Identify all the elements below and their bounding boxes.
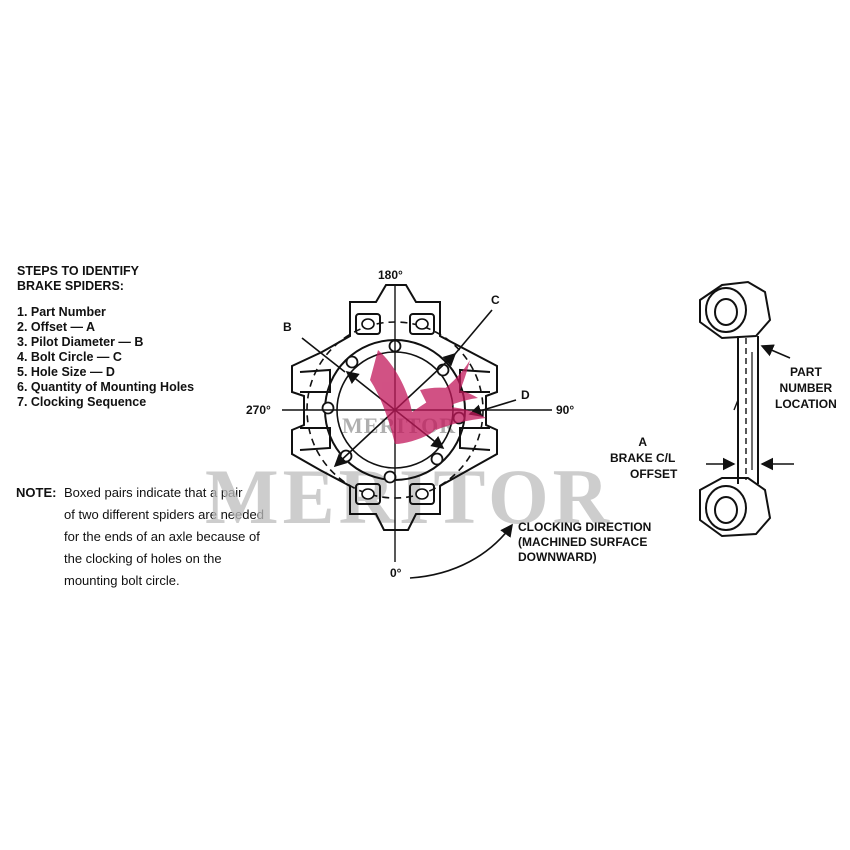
angle-label-0: 0° — [390, 566, 402, 580]
side-view-arrows — [706, 344, 794, 471]
steps-title-line2: BRAKE SPIDERS: — [17, 279, 124, 293]
offset-line: A — [638, 435, 647, 449]
step-item: 1. Part Number — [17, 305, 106, 319]
clocking-line: CLOCKING DIRECTION — [518, 520, 652, 534]
steps-block: STEPS TO IDENTIFY BRAKE SPIDERS: 1. Part… — [17, 264, 194, 410]
ear-bolts — [361, 318, 429, 500]
angle-label-180: 180° — [378, 268, 403, 282]
steps-title-line1: STEPS TO IDENTIFY — [17, 264, 140, 278]
step-item: 4. Bolt Circle — C — [17, 350, 122, 364]
clocking-line: (MACHINED SURFACE — [518, 535, 648, 549]
note-line: the clocking of holes on the — [64, 551, 222, 566]
part-number-line: LOCATION — [775, 397, 837, 411]
note-line: Boxed pairs indicate that a pair — [64, 485, 243, 500]
part-number-line: PART — [790, 365, 822, 379]
clocking-line: DOWNWARD) — [518, 550, 597, 564]
step-item: 3. Pilot Diameter — B — [17, 335, 144, 349]
note-line: for the ends of an axle because of — [64, 529, 260, 544]
brake-offset-label: A BRAKE C/L OFFSET — [608, 434, 677, 482]
note-line: mounting bolt circle. — [64, 573, 180, 588]
dimension-label-d: D — [521, 388, 530, 402]
part-number-location-label: PART NUMBER LOCATION — [775, 364, 837, 412]
angle-label-90: 90° — [556, 403, 575, 417]
part-number-line: NUMBER — [779, 381, 833, 395]
steps-title: STEPS TO IDENTIFY BRAKE SPIDERS: — [17, 264, 194, 294]
clocking-direction-label: CLOCKING DIRECTION (MACHINED SURFACE DOW… — [518, 520, 651, 565]
note-line: of two different spiders are needed — [64, 507, 264, 522]
brake-spider-side-view — [699, 280, 772, 538]
note-block: NOTE: Boxed pairs indicate that a pair o… — [16, 482, 306, 592]
dimension-label-c: C — [491, 293, 500, 307]
offset-line: OFFSET — [630, 467, 678, 481]
step-item: 7. Clocking Sequence — [17, 395, 147, 409]
meritor-logo-icon — [370, 350, 486, 444]
dimension-label-b: B — [283, 320, 292, 334]
offset-line: BRAKE C/L — [610, 451, 676, 465]
note-text: Boxed pairs indicate that a pair of two … — [64, 482, 306, 592]
step-item: 2. Offset — A — [17, 320, 96, 334]
step-item: 6. Quantity of Mounting Holes — [17, 380, 195, 394]
note-label: NOTE: — [16, 485, 57, 500]
step-item: 5. Hole Size — D — [17, 365, 115, 379]
steps-list: 1. Part Number 2. Offset — A 3. Pilot Di… — [17, 305, 194, 410]
angle-label-270: 270° — [246, 403, 271, 417]
